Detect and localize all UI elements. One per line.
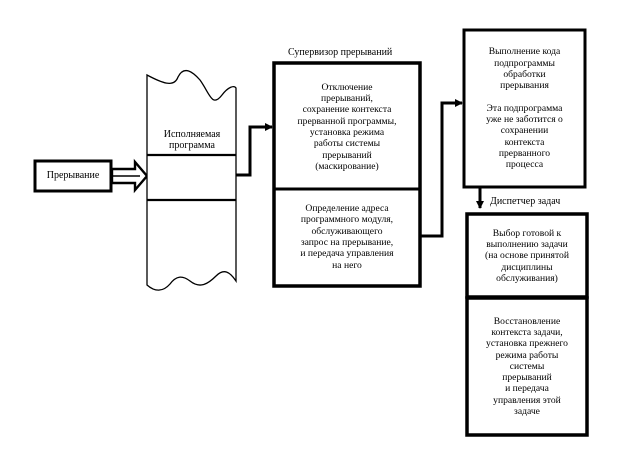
handler-text: Выполнение кода подпрограммы обработки п… [486, 46, 563, 171]
dispatcher-title: Диспетчер задач [490, 196, 561, 207]
dispatcher-step2-text: Восстановление контекста задачи, установ… [486, 315, 568, 418]
interrupt-label: Прерывание [46, 170, 100, 182]
supervisor-step2-text: Определение адреса программного модуля, … [300, 203, 394, 271]
handler-block [462, 28, 587, 189]
program-scroll-shape [146, 69, 237, 291]
interrupt-box [33, 159, 113, 193]
dispatcher-step1-text: Выбор готовой к выполнению задачи (на ос… [485, 227, 569, 284]
arrow-program-to-supervisor [236, 123, 273, 177]
supervisor-title: Супервизор прерываний [288, 47, 393, 58]
program-label: Исполняемая программа [163, 128, 221, 152]
arrow-supervisor-to-handler [421, 99, 463, 238]
dispatcher-step2-block [465, 296, 589, 437]
supervisor-block [272, 61, 422, 288]
supervisor-step1-text: Отключение прерываний, сохранение контек… [297, 81, 397, 172]
